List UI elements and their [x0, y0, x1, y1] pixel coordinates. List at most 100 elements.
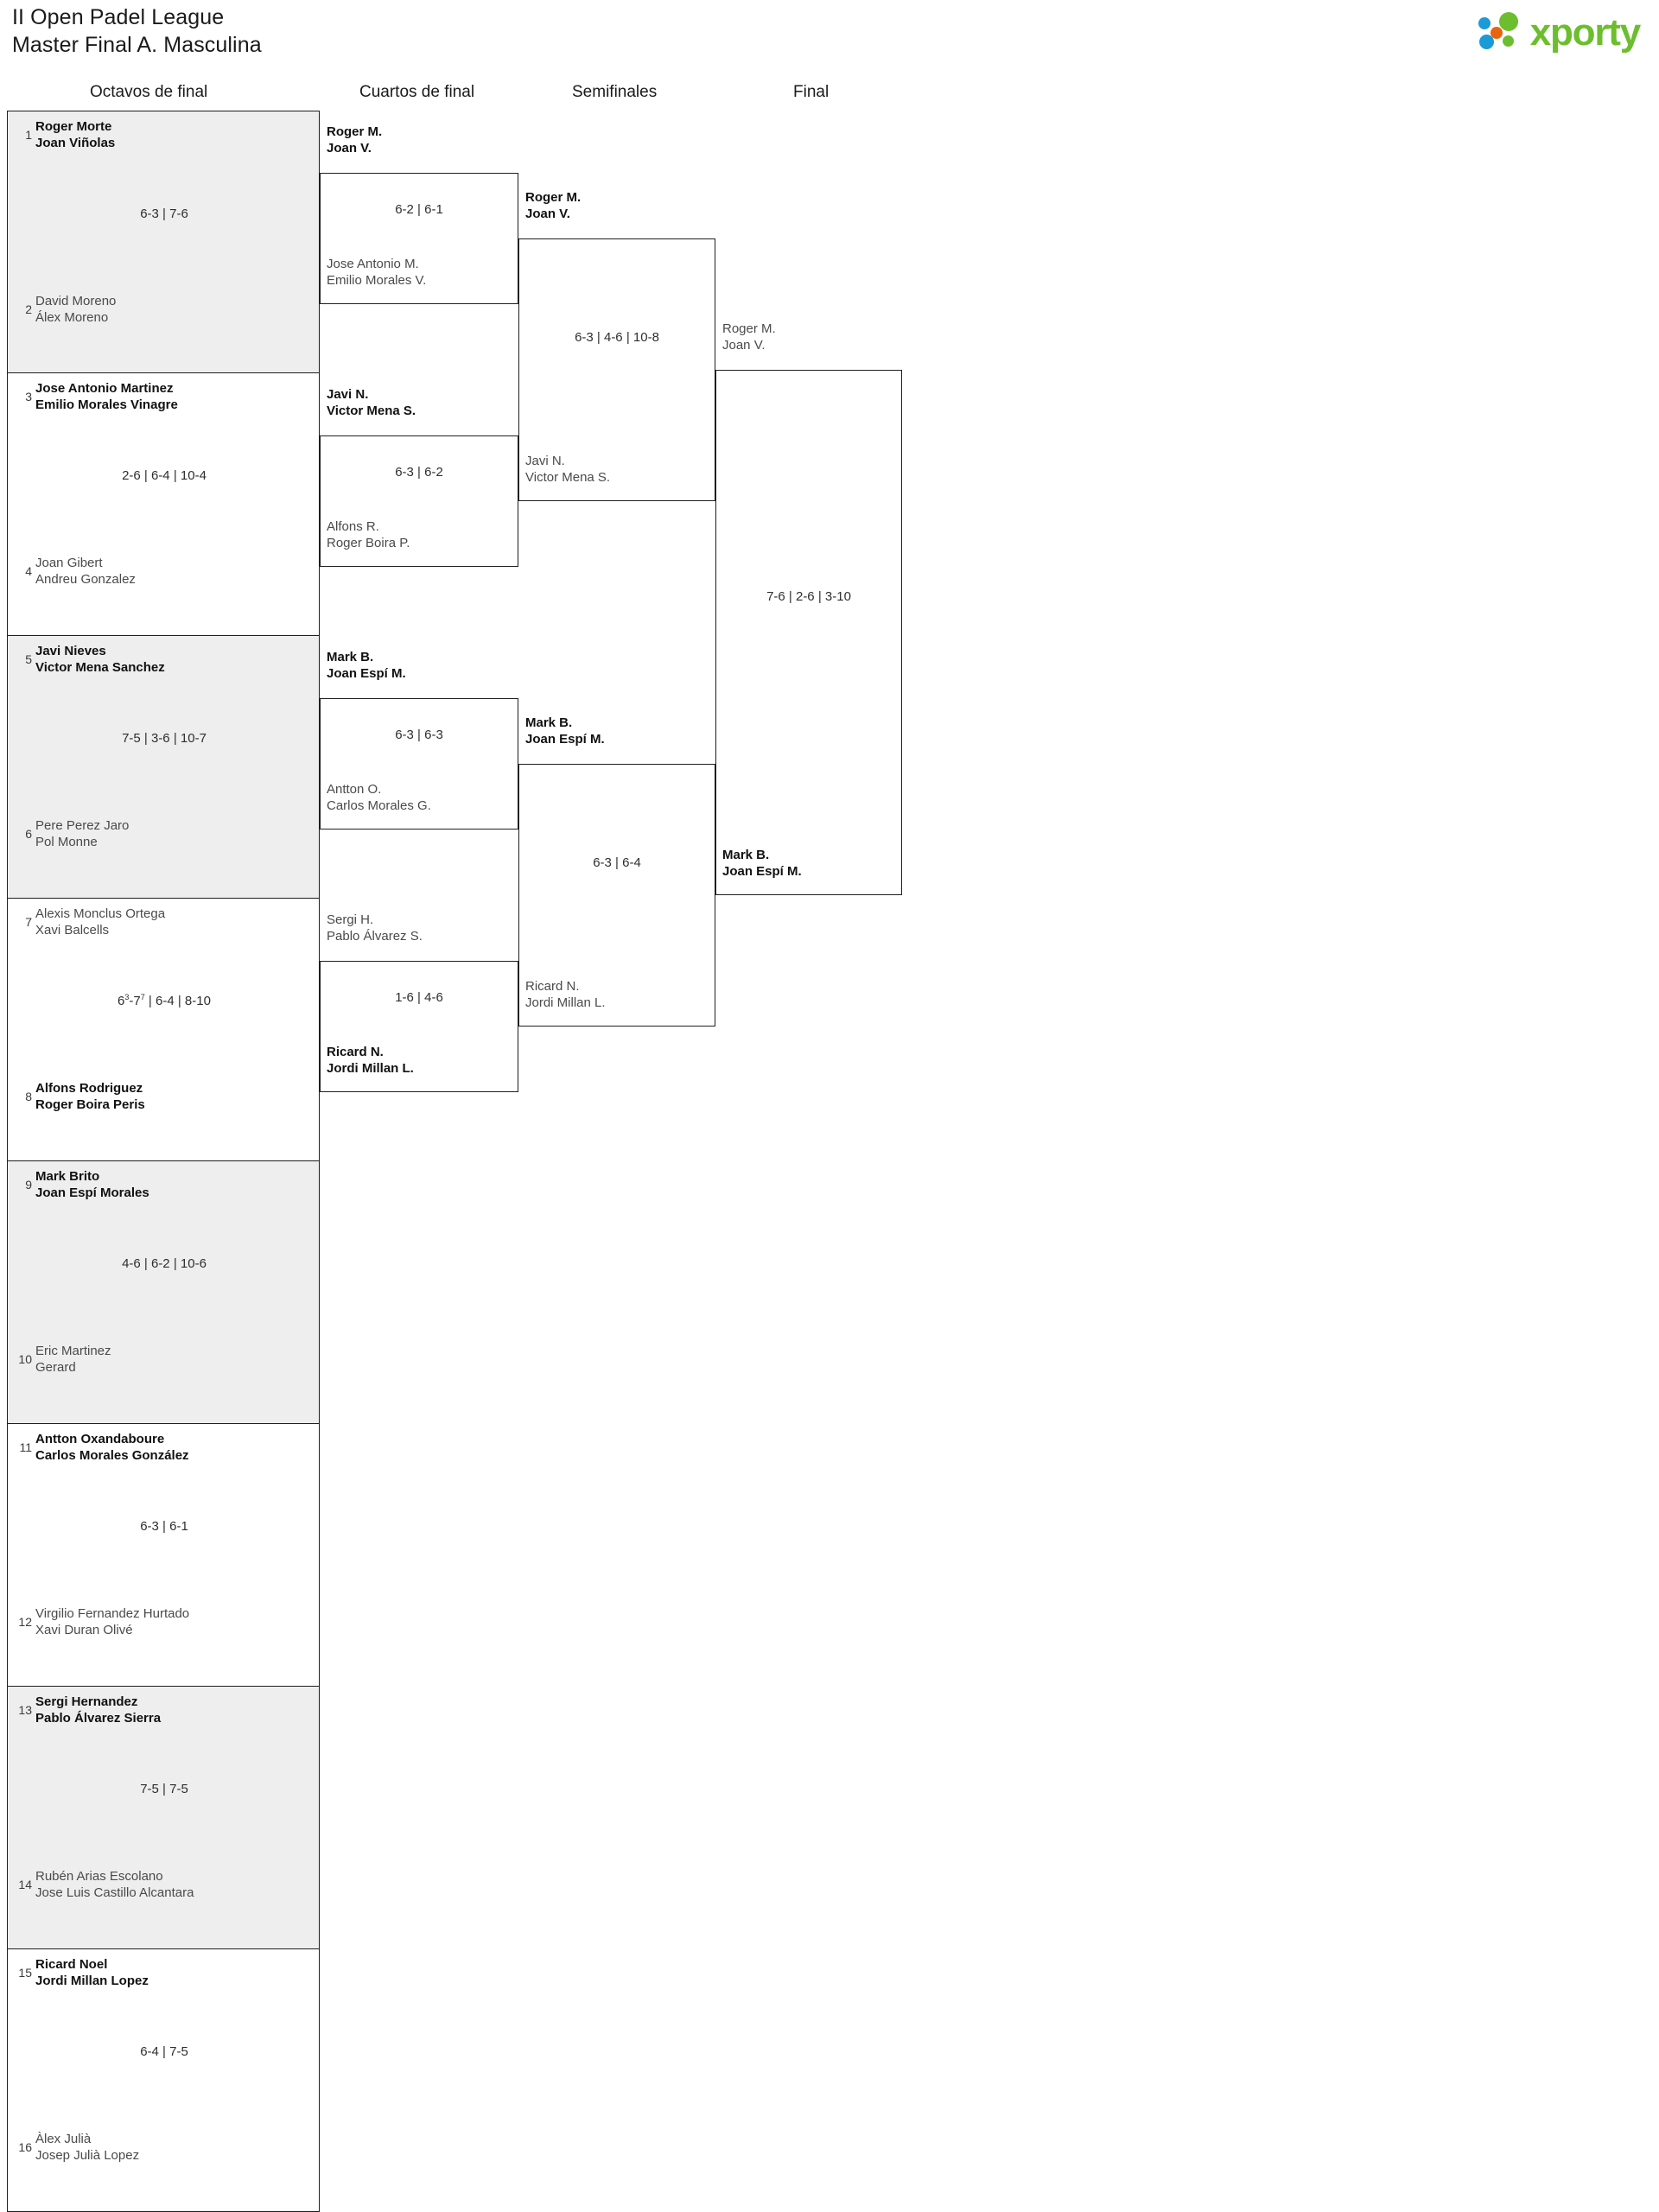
round-header-cuartos: Cuartos de final	[359, 83, 475, 101]
title-block: II Open Padel League Master Final A. Mas…	[12, 3, 262, 59]
seed-number: 13	[18, 1703, 32, 1717]
player-name: Joan Gibert	[35, 556, 103, 570]
player-name: Gerard	[35, 1360, 76, 1375]
seed-number: 4	[25, 564, 32, 578]
team-bottom: Àlex Julià Josep Julià Lopez	[35, 2131, 139, 2164]
match-r1-5[interactable]: 9 Mark Brito Joan Espí Morales 4-6 | 6-2…	[7, 1161, 320, 1424]
match-score: 6-3 | 6-1	[140, 1519, 188, 1534]
match-r1-1[interactable]: 1 Roger Morte Joan Viñolas 6-3 | 7-6 2 D…	[7, 111, 320, 373]
player-name: Rubén Arias Escolano	[35, 1869, 163, 1884]
match-r2-1[interactable]	[320, 173, 518, 304]
match-r1-2[interactable]: 3 Jose Antonio Martinez Emilio Morales V…	[7, 373, 320, 636]
round-header-octavos: Octavos de final	[90, 83, 208, 101]
player-name: Ricard N.	[327, 1045, 384, 1059]
player-name: Joan Espí Morales	[35, 1185, 149, 1200]
player-name: Antton O.	[327, 782, 382, 797]
match-score: 7-5 | 3-6 | 10-7	[122, 731, 207, 746]
match-r1-7[interactable]: 13 Sergi Hernandez Pablo Álvarez Sierra …	[7, 1687, 320, 1949]
match-r1-8[interactable]: 15 Ricard Noel Jordi Millan Lopez 6-4 | …	[7, 1949, 320, 2212]
match-r1-6[interactable]: 11 Antton Oxandaboure Carlos Morales Gon…	[7, 1424, 320, 1687]
player-name: Joan Viñolas	[35, 136, 116, 150]
team-top: Roger Morte Joan Viñolas	[35, 118, 115, 151]
seed-number: 9	[25, 1178, 32, 1192]
team-top: Mark B. Joan Espí M.	[525, 715, 605, 747]
player-name: Alexis Monclus Ortega	[35, 906, 166, 921]
match-r4-final[interactable]	[715, 370, 902, 895]
team-bottom: Virgilio Fernandez Hurtado Xavi Duran Ol…	[35, 1605, 189, 1638]
player-name: Mark B.	[722, 848, 770, 862]
player-name: Pablo Álvarez S.	[327, 929, 423, 944]
team-top: Roger M. Joan V.	[525, 189, 581, 222]
match-r3-1[interactable]	[518, 238, 715, 501]
team-top: Sergi Hernandez Pablo Álvarez Sierra	[35, 1694, 161, 1726]
team-bottom: Ricard N. Jordi Millan L.	[525, 978, 606, 1011]
match-score: 1-6 | 4-6	[395, 990, 443, 1005]
player-name: Ricard N.	[525, 979, 580, 994]
round-header-final: Final	[793, 83, 830, 101]
player-name: Roger Boira P.	[327, 536, 410, 550]
player-name: Pere Perez Jaro	[35, 818, 130, 833]
player-name: Mark B.	[525, 715, 573, 730]
seed-number: 3	[25, 390, 32, 404]
match-r1-3[interactable]: 5 Javi Nieves Victor Mena Sanchez 7-5 | …	[7, 636, 320, 899]
player-name: Carlos Morales González	[35, 1448, 189, 1463]
page-title: II Open Padel League	[12, 5, 225, 29]
seed-number: 14	[18, 1878, 32, 1891]
match-r1-4[interactable]: 7 Alexis Monclus Ortega Xavi Balcells 63…	[7, 899, 320, 1161]
player-name: Virgilio Fernandez Hurtado	[35, 1606, 190, 1621]
player-name: Alfons R.	[327, 519, 379, 534]
player-name: Roger M.	[722, 321, 776, 336]
player-name: Eric Martinez	[35, 1344, 111, 1358]
match-r3-2[interactable]	[518, 764, 715, 1027]
player-name: Jose Antonio M.	[327, 257, 419, 271]
player-name: Josep Julià Lopez	[35, 2148, 140, 2163]
seed-number: 15	[18, 1966, 32, 1980]
player-name: Jordi Millan Lopez	[35, 1974, 149, 1988]
team-bottom: David Moreno Álex Moreno	[35, 293, 116, 326]
xporty-logo: xporty	[1478, 10, 1641, 55]
match-score: 4-6 | 6-2 | 10-6	[122, 1256, 207, 1271]
seed-number: 8	[25, 1090, 32, 1103]
team-top: Mark Brito Joan Espí Morales	[35, 1168, 149, 1201]
player-name: Antton Oxandaboure	[35, 1432, 165, 1446]
player-name: Jose Antonio Martinez	[35, 381, 174, 396]
team-bottom: Mark B. Joan Espí M.	[722, 847, 802, 880]
logo-dots-icon	[1478, 12, 1523, 54]
player-name: Emilio Morales Vinagre	[35, 397, 178, 412]
player-name: Javi N.	[327, 387, 369, 402]
player-name: Joan Espí M.	[525, 732, 605, 747]
player-name: Álex Moreno	[35, 310, 109, 325]
player-name: Roger Morte	[35, 119, 112, 134]
team-bottom: Ricard N. Jordi Millan L.	[327, 1044, 414, 1077]
team-bottom: Rubén Arias Escolano Jose Luis Castillo …	[35, 1868, 194, 1901]
match-r2-3[interactable]	[320, 698, 518, 830]
player-name: Alfons Rodriguez	[35, 1081, 143, 1096]
team-top: Mark B. Joan Espí M.	[327, 649, 406, 682]
match-r2-2[interactable]	[320, 435, 518, 567]
team-bottom: Eric Martinez Gerard	[35, 1343, 111, 1376]
page-header: II Open Padel League Master Final A. Mas…	[0, 0, 1659, 86]
player-name: Xavi Balcells	[35, 923, 110, 938]
seed-number: 7	[25, 915, 32, 929]
player-name: Roger M.	[525, 190, 582, 205]
player-name: Sergi H.	[327, 912, 374, 927]
player-name: Pol Monne	[35, 835, 98, 849]
player-name: Joan Espí M.	[722, 864, 802, 879]
match-r2-4[interactable]	[320, 961, 518, 1092]
player-name: Javi Nieves	[35, 644, 106, 658]
match-score: 2-6 | 6-4 | 10-4	[122, 468, 207, 483]
player-name: Roger M.	[327, 124, 383, 139]
player-name: Joan Espí M.	[327, 666, 406, 681]
match-score: 6-2 | 6-1	[395, 202, 443, 217]
team-top: Jose Antonio Martinez Emilio Morales Vin…	[35, 380, 178, 413]
player-name: Mark Brito	[35, 1169, 100, 1184]
round-header-semifinales: Semifinales	[572, 83, 658, 101]
player-name: Victor Mena S.	[525, 470, 611, 485]
team-top: Sergi H. Pablo Álvarez S.	[327, 912, 423, 944]
match-score: 6-3 | 4-6 | 10-8	[575, 330, 659, 345]
match-score: 6-3 | 6-4	[593, 855, 641, 870]
player-name: Joan V.	[722, 338, 766, 353]
team-bottom: Alfons Rodriguez Roger Boira Peris	[35, 1080, 145, 1113]
team-top: Roger M. Joan V.	[722, 321, 776, 353]
player-name: Roger Boira Peris	[35, 1097, 145, 1112]
